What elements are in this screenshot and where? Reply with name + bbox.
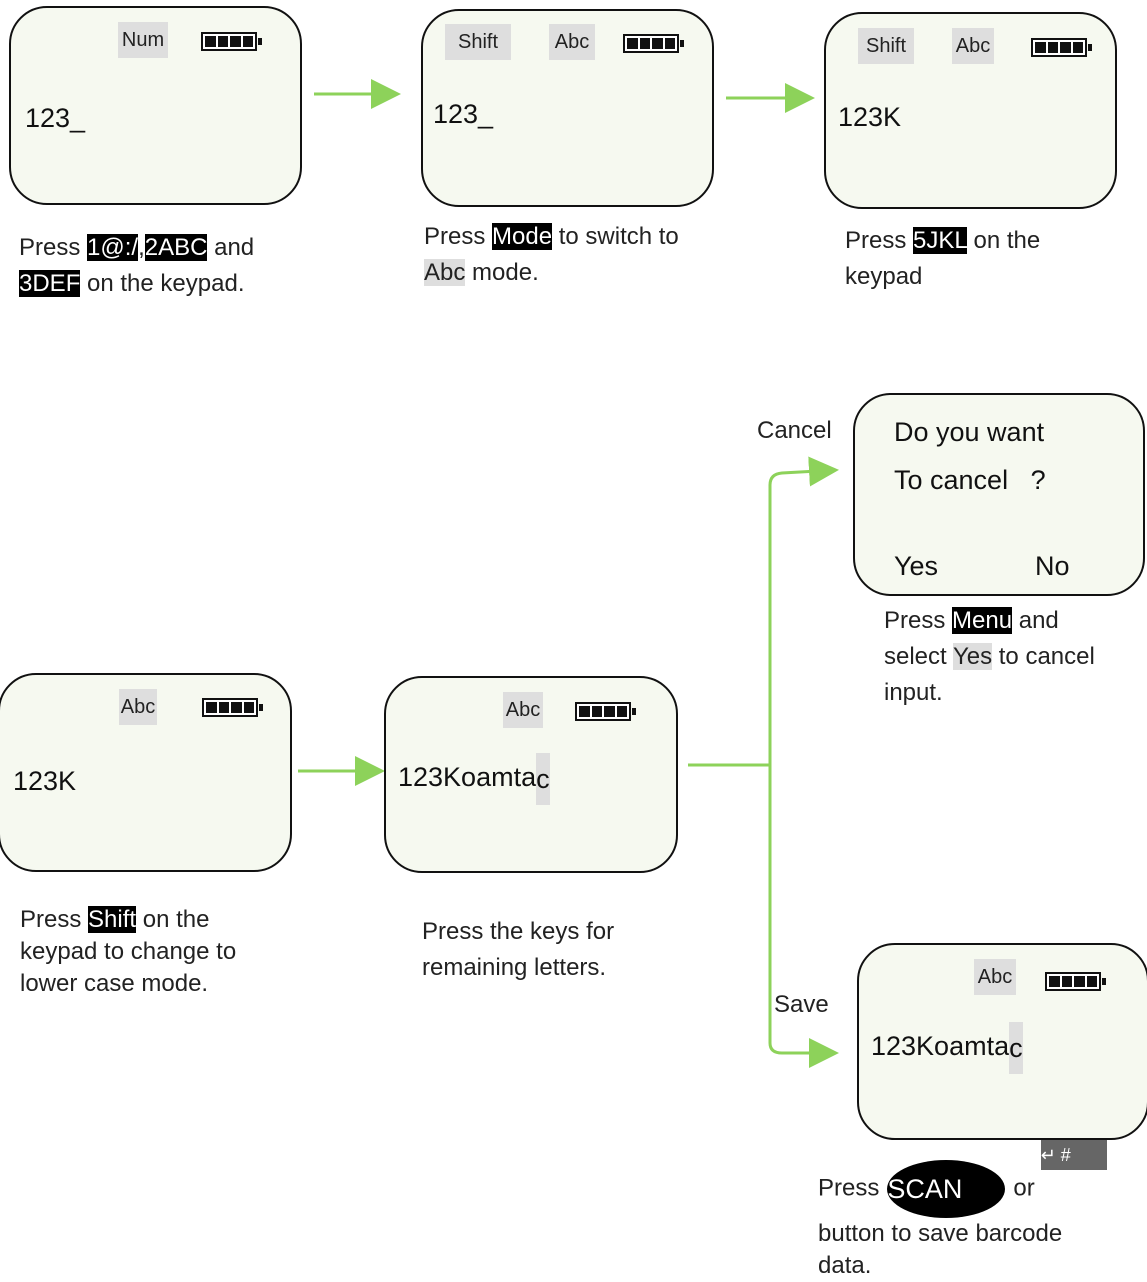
screen-koamtac-entry: Abc 123Koamtac — [384, 676, 678, 873]
key-5jkl: 5JKL — [913, 227, 967, 254]
caption-cancel: Press Menu and select Yes to cancel inpu… — [884, 607, 1095, 706]
key-3def: 3DEF — [19, 270, 81, 297]
dialog-no-option[interactable]: No — [1035, 551, 1070, 581]
key-mode: Mode — [492, 223, 553, 250]
screen-abc-lowercase: Abc 123K — [0, 673, 292, 872]
arrow-cancel-branch — [768, 456, 839, 765]
text-cursor: c — [536, 753, 550, 805]
scan-button-icon: SCAN — [887, 1160, 1006, 1218]
entry-text: 123_ — [25, 103, 86, 133]
arrow-save-branch — [768, 765, 839, 1068]
entry-text: 123K — [838, 102, 902, 132]
caption-step-5: Press the keys for remaining letters. — [422, 918, 615, 981]
caption-step-3: Press 5JKL on the keypad — [845, 227, 1041, 290]
battery-icon — [1045, 972, 1106, 991]
dialog-line-2: To cancel ? — [894, 465, 1046, 495]
mode-indicator: Abc — [974, 959, 1016, 995]
caption-step-2: Press Mode to switch to Abc mode. — [424, 223, 679, 286]
mode-indicator: Num — [118, 22, 168, 58]
screen-cancel-dialog: Do you want To cancel ? Yes No — [853, 393, 1145, 596]
shift-indicator: Shift — [445, 24, 511, 60]
caption-step-4: Press Shift on the keypad to change to l… — [20, 906, 237, 997]
battery-icon — [1031, 38, 1092, 57]
key-menu: Menu — [952, 607, 1013, 634]
screen-save: Abc 123Koamtac — [857, 943, 1147, 1140]
entry-text: 123K — [13, 766, 77, 796]
key-1: 1@:/ — [87, 234, 139, 261]
text-cursor: c — [1009, 1022, 1023, 1074]
entry-text: 123Koamtac — [398, 753, 550, 805]
screen-num-mode: Num 123_ — [9, 6, 302, 205]
abc-highlight: Abc — [424, 259, 466, 286]
enter-hash-key-icon: ↵ # — [1040, 1140, 1107, 1170]
mode-indicator: Abc — [549, 24, 595, 60]
mode-indicator: Abc — [119, 689, 157, 725]
dialog-yes-option[interactable]: Yes — [894, 551, 939, 581]
battery-icon — [201, 32, 262, 51]
mode-indicator: Abc — [503, 692, 543, 728]
entry-text: 123Koamtac — [871, 1022, 1023, 1074]
mode-indicator: Abc — [952, 28, 994, 64]
cancel-branch-label: Cancel — [757, 417, 832, 444]
battery-icon — [623, 34, 684, 53]
battery-icon — [202, 698, 263, 717]
dialog-line-1: Do you want — [894, 417, 1045, 447]
entry-text: 123_ — [433, 99, 494, 129]
key-shift: Shift — [88, 906, 137, 933]
key-2abc: 2ABC — [144, 234, 208, 261]
caption-step-1: Press 1@:/,2ABC and 3DEF on the keypad. — [19, 234, 255, 297]
shift-indicator: Shift — [858, 28, 914, 64]
screen-abc-uppercase-k: Shift Abc 123K — [824, 12, 1117, 209]
save-branch-label: Save — [774, 991, 829, 1018]
battery-icon — [575, 702, 636, 721]
yes-highlight: Yes — [952, 643, 993, 670]
screen-abc-shift: Shift Abc 123_ — [421, 9, 714, 207]
